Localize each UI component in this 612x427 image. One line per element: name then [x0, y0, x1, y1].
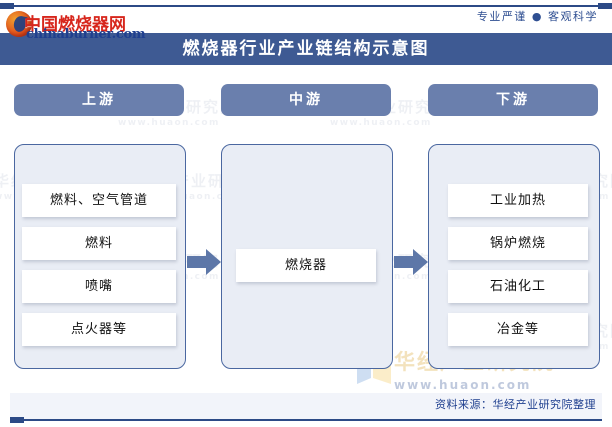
footer-band: [10, 393, 602, 420]
list-item[interactable]: 燃料: [22, 227, 176, 260]
list-item[interactable]: 喷嘴: [22, 270, 176, 303]
list-item[interactable]: 工业加热: [448, 184, 588, 217]
list-item[interactable]: 锅炉燃烧: [448, 227, 588, 260]
column-header-downstream[interactable]: 下游: [428, 84, 598, 116]
column-header-midstream[interactable]: 中游: [221, 84, 391, 116]
flame-emblem-icon: [6, 11, 32, 37]
source-note: 资料来源：华经产业研究院整理: [435, 398, 596, 411]
list-item[interactable]: 燃料、空气管道: [22, 184, 176, 217]
list-item[interactable]: 燃烧器: [236, 249, 376, 282]
title-band: [0, 33, 612, 65]
list-item[interactable]: 冶金等: [448, 313, 588, 346]
site-logo: 中国燃烧器网 chinaburner.com: [4, 8, 149, 42]
watermark-url: www.huaon.com: [118, 118, 220, 128]
list-item[interactable]: 点火器等: [22, 313, 176, 346]
huaon-watermark-url: www.huaon.com: [394, 378, 532, 392]
list-item[interactable]: 石油化工: [448, 270, 588, 303]
footer-divider: [10, 417, 602, 423]
site-tagline: 专业严谨 ● 客观科学: [476, 10, 598, 23]
right-arrow-icon: [187, 248, 222, 276]
site-logo-name: 中国燃烧器网: [24, 15, 126, 35]
site-logo-url: chinaburner.com: [26, 27, 146, 42]
page-title: 燃烧器行业产业链结构示意图: [182, 39, 430, 59]
right-arrow-icon: [394, 248, 429, 276]
watermark-url: www.huaon.com: [330, 118, 432, 128]
column-header-upstream[interactable]: 上游: [14, 84, 184, 116]
top-divider: [0, 3, 612, 9]
